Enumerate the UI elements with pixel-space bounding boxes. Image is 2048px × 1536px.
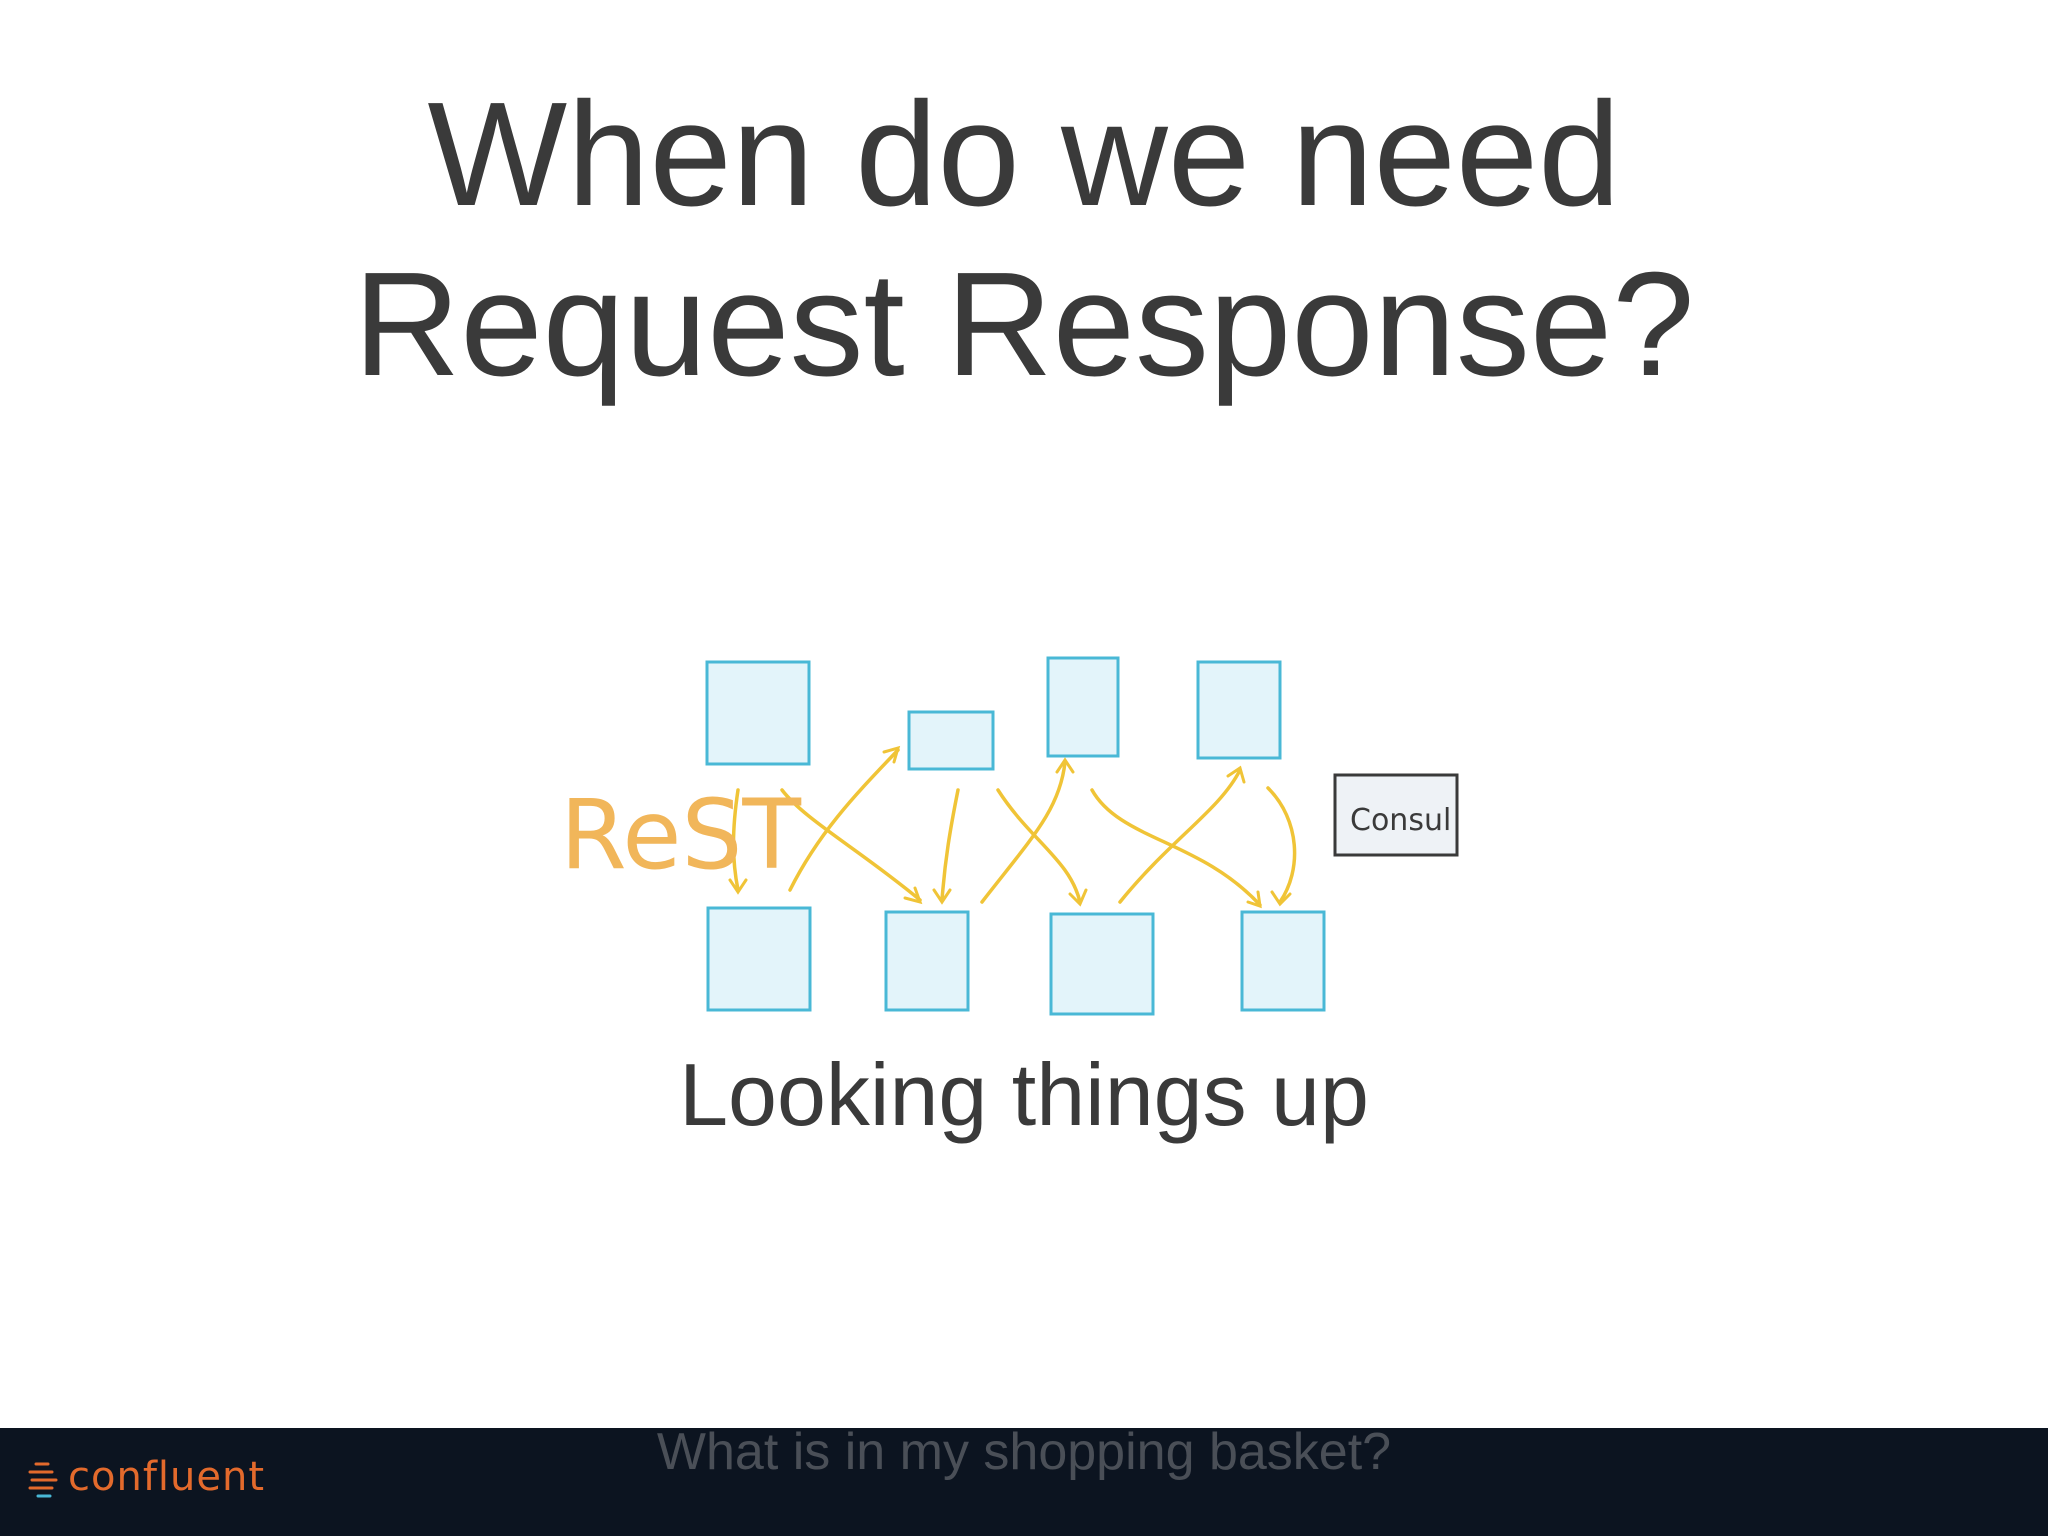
arrowhead-1 <box>728 878 748 895</box>
title-line-1: When do we need <box>427 72 1621 237</box>
service-box-top-2 <box>907 710 995 771</box>
arrowhead-8 <box>1226 765 1246 784</box>
arrow-7 <box>1090 788 1262 907</box>
footer-caption: What is in my shopping basket? <box>656 1423 1392 1481</box>
service-box-bottom-3 <box>1049 912 1155 1016</box>
service-box-bottom-4 <box>1240 910 1326 1012</box>
arrow-8 <box>1118 768 1242 904</box>
arrow-2 <box>780 788 922 902</box>
service-box-bottom-1 <box>706 906 812 1012</box>
slide-title: When do we need Request Response? <box>0 70 2048 410</box>
arrowhead-6 <box>1055 757 1075 774</box>
service-box-bottom-2 <box>884 910 970 1012</box>
service-box-top-1 <box>705 660 811 766</box>
footer-bar <box>0 1428 2048 1536</box>
arrowhead-7 <box>1246 890 1262 909</box>
arrow-1 <box>731 788 740 892</box>
confluent-logo: confluent <box>26 1452 265 1502</box>
microservices-diagram: ReST Consul <box>560 656 1459 1016</box>
slide-subtitle: Looking things up <box>679 1045 1369 1144</box>
arrow-4 <box>940 788 960 902</box>
consul-label: Consul <box>1350 803 1451 838</box>
title-line-2: Request Response? <box>353 242 1695 407</box>
arrow-5 <box>996 788 1082 904</box>
arrowhead-4 <box>932 888 952 905</box>
arrowhead-9 <box>1270 890 1292 907</box>
arrowhead-2 <box>903 886 923 905</box>
service-box-top-4 <box>1196 660 1282 760</box>
confluent-logo-text: confluent <box>68 1454 266 1500</box>
arrowhead-5 <box>1068 888 1088 907</box>
arrow-9 <box>1266 786 1297 904</box>
consul-box <box>1333 773 1459 857</box>
arrowhead-3 <box>882 745 901 764</box>
rest-label: ReST <box>560 779 801 891</box>
confluent-mark-icon <box>28 1462 58 1498</box>
arrow-3 <box>788 748 900 892</box>
arrow-6 <box>980 760 1067 904</box>
service-box-top-3 <box>1046 656 1120 758</box>
